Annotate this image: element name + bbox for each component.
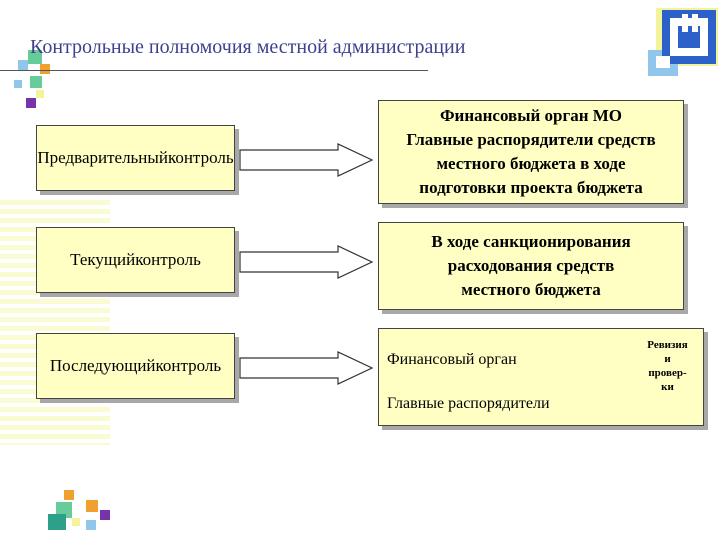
responsible-box-current: В ходе санкционирования расходования сре… xyxy=(378,222,684,310)
responsible-line: Главные распорядители xyxy=(387,395,550,412)
responsible-box-preliminary: Финансовый орган МО Главные распорядител… xyxy=(378,100,684,204)
arrow-row-1 xyxy=(239,143,374,177)
control-box-subsequent: Последующий контроль xyxy=(36,333,235,399)
responsible-line: местного бюджета в ходе xyxy=(436,154,626,173)
title-underline xyxy=(0,70,428,71)
revision-line: ки xyxy=(661,381,674,393)
responsible-line: Финансовый орган МО xyxy=(439,106,623,125)
responsible-line: местного бюджета xyxy=(461,280,601,299)
control-label-line: контроль xyxy=(167,148,234,167)
responsible-line: В ходе санкционирования xyxy=(431,232,631,251)
page-title: Контрольные полномочия местной администр… xyxy=(30,36,466,58)
control-box-current: Текущий контроль xyxy=(36,227,235,293)
control-label-line: Предварительный xyxy=(37,148,168,167)
responsible-line: Главные распорядители средств xyxy=(406,130,656,149)
revision-label: Ревизия и провер- ки xyxy=(630,338,705,394)
revision-line: Ревизия xyxy=(647,339,688,351)
control-label-line: контроль xyxy=(155,356,222,375)
control-label-line: контроль xyxy=(135,250,201,269)
logo-icon xyxy=(648,8,718,76)
responsible-line: подготовки проекта бюджета xyxy=(419,178,643,197)
responsible-box-subsequent: Финансовый орган Главные распорядители xyxy=(378,328,704,426)
arrow-row-3 xyxy=(239,351,374,385)
control-label-line: Текущий xyxy=(70,250,136,269)
control-label-line: Последующий xyxy=(49,356,156,375)
responsible-line: Финансовый орган xyxy=(387,351,517,368)
revision-line: и xyxy=(664,353,671,365)
control-box-preliminary: Предварительный контроль xyxy=(36,125,235,191)
arrow-row-2 xyxy=(239,245,374,279)
revision-line: провер- xyxy=(648,367,687,379)
responsible-line: расходования средств xyxy=(447,256,615,275)
